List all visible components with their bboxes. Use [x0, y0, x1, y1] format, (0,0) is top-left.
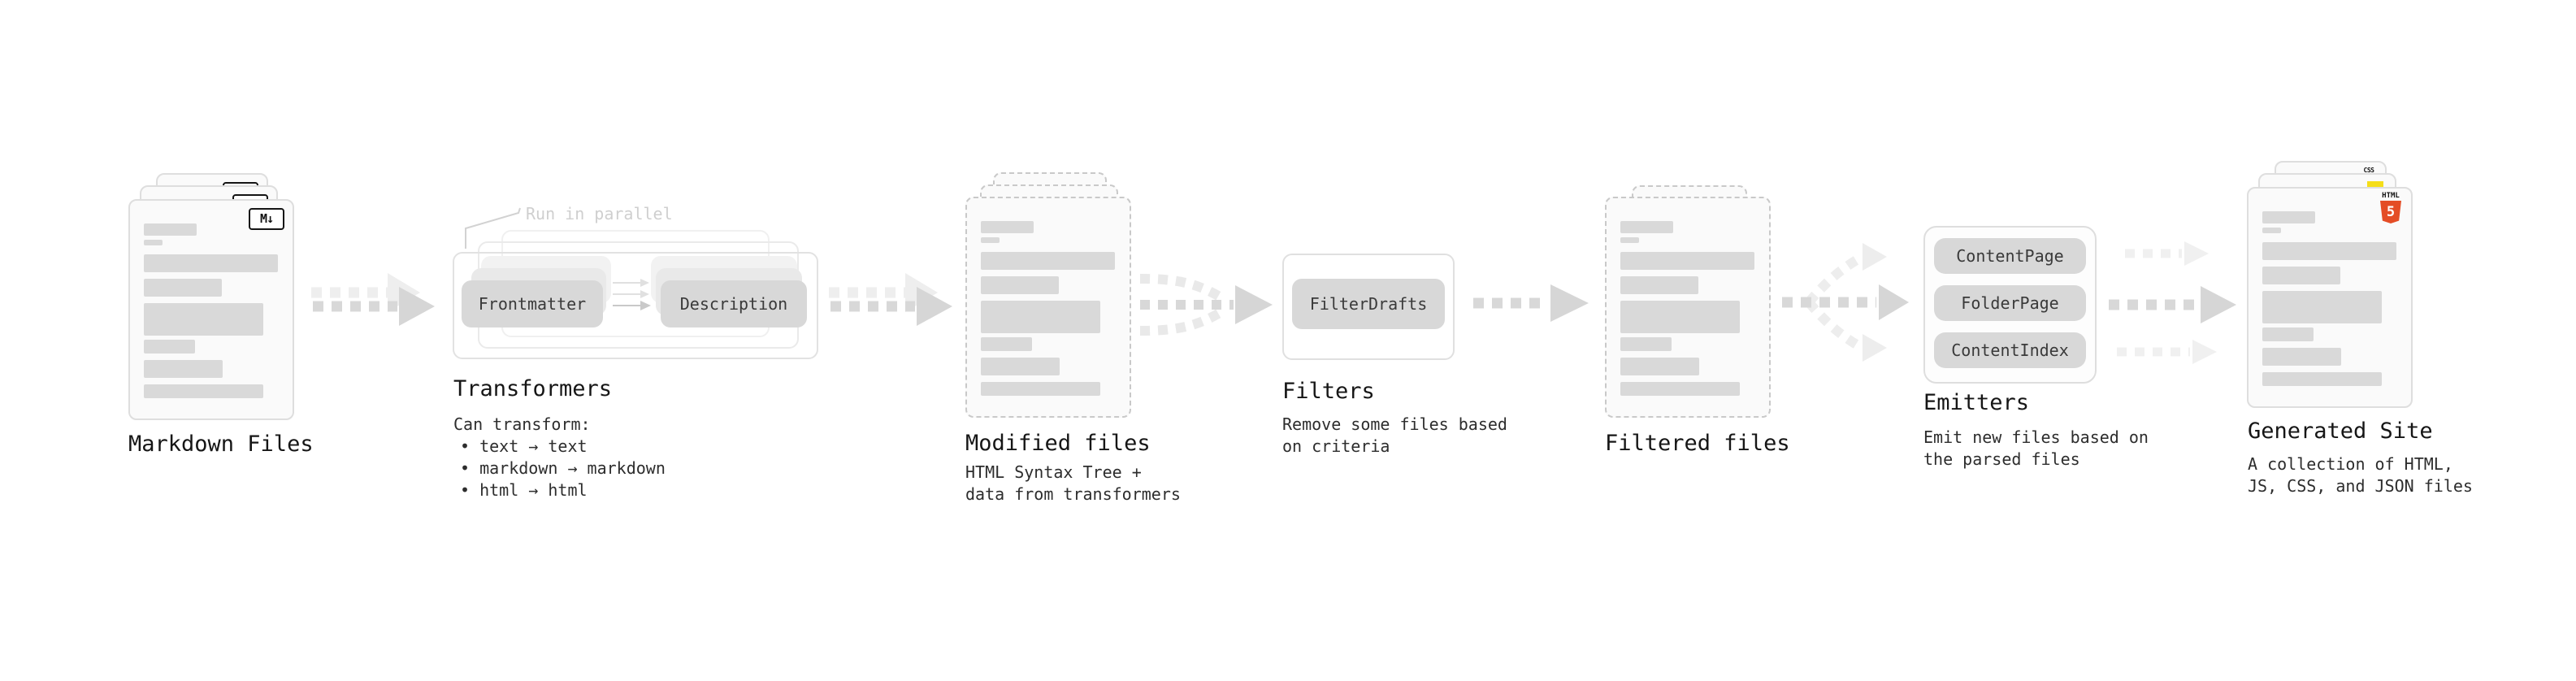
- doc-text-bar: [981, 301, 1100, 333]
- doc-text-bar: [144, 384, 263, 398]
- doc-text-bar: [2262, 267, 2340, 284]
- stage-label-modified-files: Modified files: [965, 431, 1151, 456]
- doc-text-bar: [2262, 327, 2314, 341]
- markdown-icon: M↓: [249, 208, 284, 230]
- stage-label-transformers: Transformers: [453, 376, 613, 401]
- emitter-chip-folderpage: FolderPage: [1934, 285, 2086, 321]
- doc-text-bar: [981, 237, 1000, 243]
- flow-arrow-transformers-to-modified: [829, 273, 952, 326]
- stage-label-generated-site: Generated Site: [2248, 419, 2433, 444]
- doc-text-bar: [981, 382, 1100, 396]
- filter-chip-filterdrafts: FilterDrafts: [1292, 279, 1445, 329]
- transformers-bullet: • markdown → markdown: [460, 458, 666, 478]
- flow-arrow-markdown-to-transformers: [311, 273, 435, 326]
- doc-text-bar: [1620, 382, 1740, 396]
- doc-text-bar: [1620, 221, 1673, 233]
- flow-arrow-fork-to-emitters: [1782, 243, 1909, 362]
- doc-text-bar: [144, 303, 263, 336]
- filters-desc: Remove some files based on criteria: [1282, 414, 1507, 456]
- doc-text-bar: [1620, 358, 1699, 375]
- flow-arrows-emitters-to-site: [2109, 241, 2236, 364]
- doc-text-bar: [144, 360, 223, 378]
- doc-text-bar: [1620, 252, 1754, 270]
- document-card: [1605, 197, 1771, 418]
- transformer-chip-description: Description: [661, 280, 807, 327]
- doc-text-bar: [2262, 291, 2382, 323]
- modified-files-desc: HTML Syntax Tree + data from transformer…: [965, 462, 1181, 504]
- doc-text-bar: [1620, 301, 1740, 333]
- document-card: [965, 197, 1131, 418]
- doc-text-bar: [2262, 348, 2341, 366]
- transformers-desc-heading: Can transform:: [453, 414, 591, 434]
- doc-text-bar: [981, 358, 1060, 375]
- doc-text-bar: [144, 279, 222, 297]
- doc-text-bar: [1620, 276, 1698, 294]
- emitters-desc: Emit new files based on the parsed files: [1923, 427, 2149, 469]
- transformers-bullet: • text → text: [460, 436, 588, 456]
- doc-text-bar: [981, 252, 1115, 270]
- run-in-parallel-note: Run in parallel: [526, 204, 673, 223]
- note-leader-line: [465, 207, 521, 249]
- doc-text-bar: [2262, 242, 2396, 260]
- doc-text-bar: [144, 340, 195, 354]
- transformers-bullet: • html → html: [460, 480, 588, 500]
- parallel-frame-front: [453, 252, 818, 359]
- stage-label-markdown-files: Markdown Files: [128, 432, 314, 457]
- filters-frame: [1282, 254, 1455, 360]
- doc-text-bar: [144, 240, 163, 245]
- doc-text-bar: [981, 337, 1032, 351]
- doc-text-bar: [1620, 337, 1672, 351]
- doc-text-bar: [144, 254, 278, 272]
- transform-step-arrows: [613, 279, 651, 310]
- generated-site-desc: A collection of HTML, JS, CSS, and JSON …: [2248, 454, 2473, 496]
- doc-text-bar: [981, 276, 1059, 294]
- html5-badge-word: HTML: [2382, 192, 2400, 200]
- stage-label-filters: Filters: [1282, 379, 1375, 404]
- flow-arrow-filters-to-filtered: [1473, 284, 1589, 322]
- doc-text-bar: [144, 223, 197, 236]
- doc-text-bar: [2262, 228, 2281, 233]
- stage-label-filtered-files: Filtered files: [1605, 431, 1790, 456]
- document-card: HTML 5: [2247, 187, 2413, 408]
- emitter-chip-contentpage: ContentPage: [1934, 238, 2086, 274]
- stage-label-emitters: Emitters: [1923, 390, 2030, 415]
- doc-text-bar: [981, 221, 1034, 233]
- emitter-chip-contentindex: ContentIndex: [1934, 332, 2086, 368]
- transformer-chip-frontmatter: Frontmatter: [462, 280, 603, 327]
- html5-icon: HTML 5: [2377, 193, 2405, 223]
- document-card: M↓: [128, 199, 294, 420]
- css-badge-word: CSS: [2363, 167, 2374, 174]
- doc-text-bar: [2262, 372, 2382, 386]
- html5-badge-shield: 5: [2380, 201, 2401, 223]
- flow-arrow-merge-to-filters: [1139, 274, 1273, 336]
- doc-text-bar: [1620, 237, 1639, 243]
- doc-text-bar: [2262, 211, 2315, 223]
